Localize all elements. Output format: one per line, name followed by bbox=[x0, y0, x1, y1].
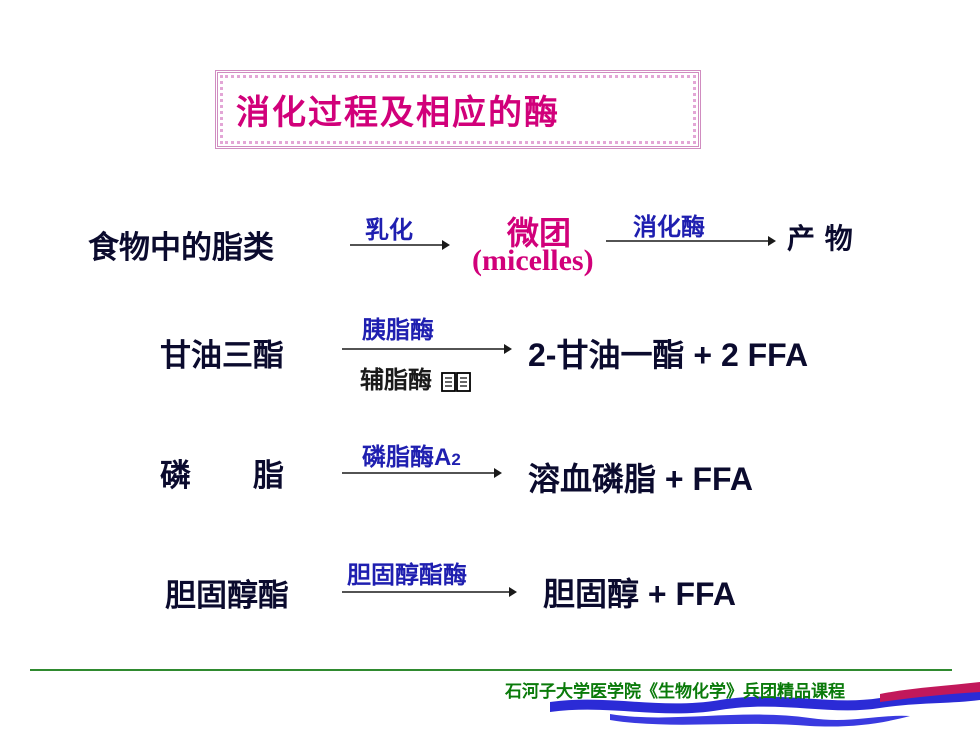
arrow-right-icon bbox=[606, 236, 776, 246]
row1-source: 食物中的脂类 bbox=[88, 230, 274, 266]
book-icon[interactable] bbox=[440, 370, 472, 394]
row4-source: 胆固醇酯 bbox=[165, 578, 289, 614]
row2-enzyme: 胰脂酶 bbox=[362, 315, 434, 344]
row1-enzyme-digest: 消化酶 bbox=[633, 212, 705, 241]
row2-product-suffix: + 2 FFA bbox=[684, 337, 809, 373]
row2-product-main: 甘油一酯 bbox=[556, 336, 685, 374]
row3-product-main: 溶血磷脂 bbox=[528, 460, 657, 498]
footer-divider bbox=[30, 669, 952, 671]
row4-product-main: 胆固醇 bbox=[543, 575, 640, 613]
row3-source: 磷 脂 bbox=[160, 458, 284, 494]
arrow-right-icon bbox=[342, 587, 517, 597]
row3-enzyme-sub: 2 bbox=[451, 450, 461, 469]
row3-enzyme-suffix: A bbox=[434, 444, 452, 471]
arrow-right-icon bbox=[342, 468, 502, 478]
row2-product: 2-甘油一酯 + 2 FFA bbox=[528, 330, 808, 376]
footer-text: 石河子大学医学院《生物化学》兵团精品课程 bbox=[505, 682, 845, 702]
row2-cofactor: 辅脂酶 bbox=[360, 360, 472, 395]
arrow-right-icon bbox=[350, 240, 450, 250]
row1-micelle: 微团 bbox=[507, 214, 572, 252]
row3-enzyme: 磷脂酶A2 bbox=[362, 437, 461, 472]
row1-product: 产 物 bbox=[787, 222, 853, 255]
row2-source: 甘油三酯 bbox=[160, 338, 284, 374]
slide-title: 消化过程及相应的酶 bbox=[236, 93, 560, 133]
row4-enzyme: 胆固醇酯酶 bbox=[347, 560, 467, 589]
wave-decoration bbox=[550, 682, 980, 727]
row4-product: 胆固醇 + FFA bbox=[543, 569, 736, 615]
arrow-right-icon bbox=[342, 344, 512, 354]
row3-product-suffix: + FFA bbox=[656, 461, 753, 497]
row4-product-suffix: + FFA bbox=[639, 576, 736, 612]
row3-enzyme-main: 磷脂酶 bbox=[362, 442, 434, 471]
row2-cofactor-label: 辅脂酶 bbox=[360, 365, 432, 394]
row1-enzyme-emulsify: 乳化 bbox=[365, 215, 413, 244]
row3-product: 溶血磷脂 + FFA bbox=[528, 454, 753, 500]
title-box: 消化过程及相应的酶 bbox=[215, 70, 701, 149]
row2-product-prefix: 2- bbox=[528, 337, 557, 373]
row1-micelle-en: (micelles) bbox=[472, 244, 594, 277]
